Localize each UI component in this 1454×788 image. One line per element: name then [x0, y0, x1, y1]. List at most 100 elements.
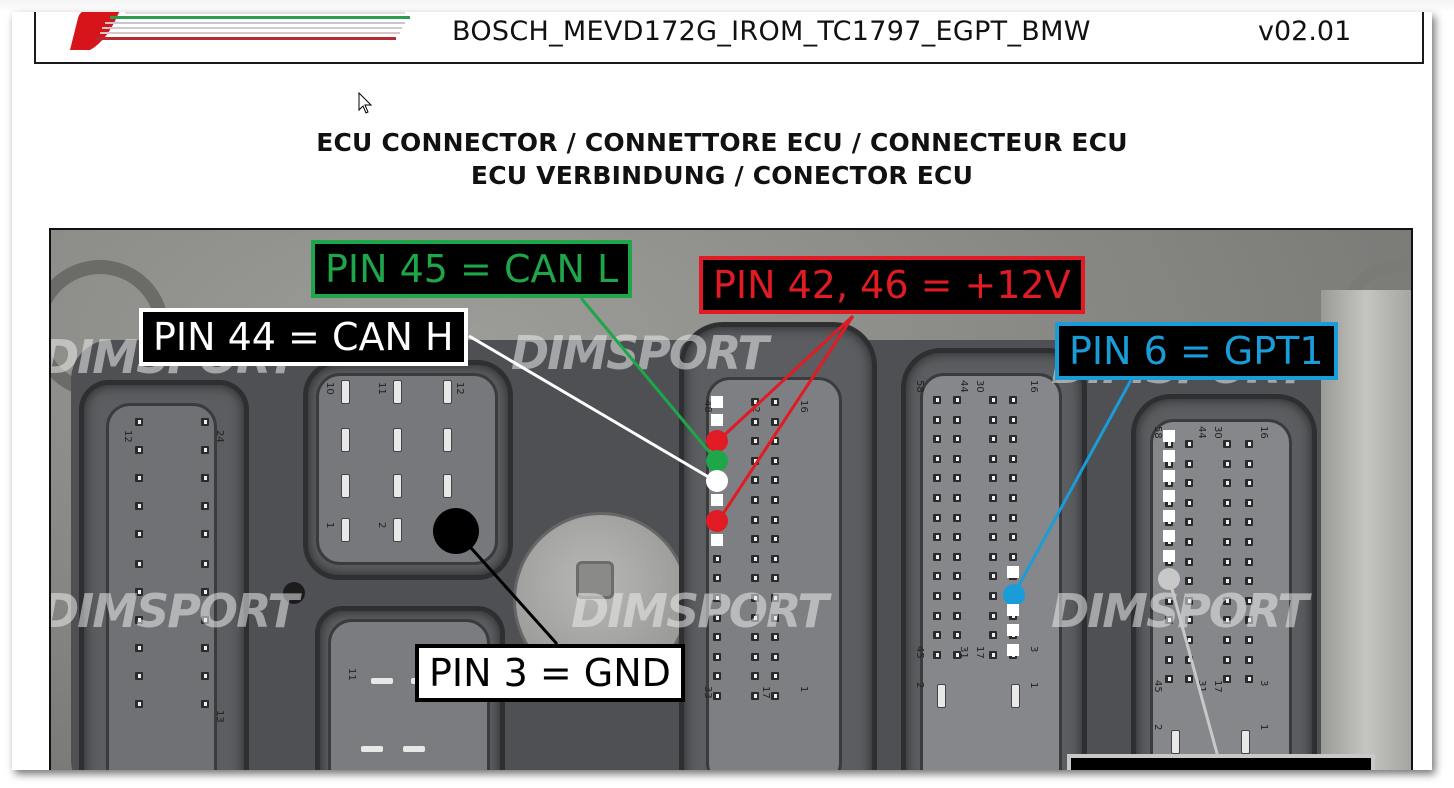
pin — [751, 496, 759, 504]
pin — [989, 572, 997, 581]
pin — [201, 616, 209, 624]
pin — [751, 417, 759, 426]
pin — [933, 611, 941, 620]
pin — [713, 652, 721, 661]
pin — [933, 494, 941, 502]
pin — [1223, 557, 1231, 566]
pin — [771, 574, 779, 583]
pin-42-marker — [706, 430, 728, 452]
highlight-square — [1163, 450, 1175, 462]
pin — [1245, 479, 1253, 488]
pin — [771, 672, 779, 681]
pin — [1009, 552, 1017, 561]
pin — [1245, 655, 1253, 664]
pin — [1223, 596, 1231, 605]
pin — [937, 684, 946, 708]
pin — [201, 700, 209, 708]
highlight-square — [1163, 530, 1175, 542]
pin — [989, 396, 997, 404]
pin — [1185, 498, 1193, 507]
section-heading-line1: ECU CONNECTOR / CONNETTORE ECU / CONNECT… — [316, 128, 1128, 157]
pin — [1009, 435, 1017, 444]
pin — [751, 692, 759, 700]
pin — [751, 613, 759, 622]
pin — [771, 692, 779, 700]
pin — [933, 454, 941, 463]
pin — [989, 592, 997, 600]
callout-gnd: PIN 3 = GND — [415, 644, 685, 702]
pin — [933, 592, 941, 600]
pin — [771, 398, 779, 406]
pin — [1223, 479, 1231, 488]
pin — [135, 446, 143, 454]
pin — [953, 650, 961, 659]
pin — [953, 533, 961, 542]
pin — [1185, 636, 1193, 644]
pin — [1185, 538, 1193, 546]
pin — [1245, 675, 1253, 684]
pin — [1223, 459, 1231, 468]
pin — [1185, 616, 1193, 625]
callout-cut-off — [1067, 754, 1375, 770]
pin — [751, 633, 759, 642]
pin — [771, 535, 779, 544]
pin — [771, 554, 779, 563]
pin — [933, 650, 941, 659]
callout-leader-lines — [453, 297, 1224, 770]
pin — [713, 692, 721, 700]
highlight-square — [1163, 510, 1175, 522]
pin — [443, 474, 452, 498]
pin — [953, 631, 961, 640]
pin — [1009, 415, 1017, 424]
pin — [1223, 518, 1231, 527]
pin — [1185, 596, 1193, 605]
pin — [1185, 440, 1193, 448]
leader-line-gnd — [453, 528, 559, 646]
pin-44-marker — [706, 470, 728, 492]
callout-plus-12v: PIN 42, 46 = +12V — [699, 256, 1085, 314]
pin — [751, 437, 759, 446]
pin-45-marker — [706, 450, 728, 472]
highlight-square — [711, 396, 723, 408]
pin — [443, 428, 452, 452]
pin — [201, 672, 209, 680]
pin — [751, 574, 759, 583]
pin — [1245, 440, 1253, 448]
pin — [135, 474, 143, 482]
leader-line-gpt1 — [1012, 379, 1133, 595]
pin — [751, 398, 759, 406]
pin — [713, 554, 721, 563]
pin — [771, 417, 779, 426]
pin — [933, 396, 941, 404]
pin — [713, 613, 721, 622]
pin — [771, 594, 779, 602]
pin — [989, 474, 997, 483]
pin — [751, 554, 759, 563]
highlight-square — [1163, 490, 1175, 502]
pin — [1185, 479, 1193, 488]
pin — [1223, 675, 1231, 684]
pin — [393, 428, 402, 452]
watermark-text: DIMSPORT — [1051, 584, 1309, 638]
pin — [1245, 498, 1253, 507]
pin — [201, 446, 209, 454]
pin — [771, 437, 779, 446]
pin — [135, 588, 143, 596]
pin — [201, 502, 209, 510]
leader-line-bottom — [1167, 577, 1224, 770]
pin — [953, 513, 961, 522]
callout-gpt1: PIN 6 = GPT1 — [1055, 322, 1338, 380]
highlight-square — [1007, 604, 1019, 616]
pin — [1185, 459, 1193, 468]
pin — [1011, 684, 1020, 708]
ecu-connector-photo: 12 24 13 10 11 12 1 2 11 7 — [49, 228, 1413, 770]
pin — [371, 678, 393, 684]
pin — [771, 496, 779, 504]
pin — [1165, 498, 1173, 507]
pin — [1245, 616, 1253, 625]
pin — [393, 380, 402, 404]
connector-left — [79, 380, 249, 770]
pin — [1245, 459, 1253, 468]
pin — [135, 502, 143, 510]
pin — [135, 616, 143, 624]
